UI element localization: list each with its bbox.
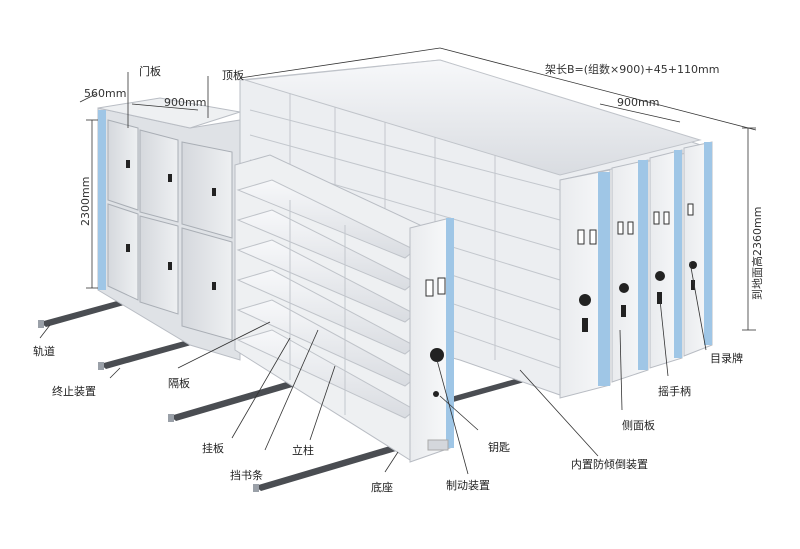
leader-lines xyxy=(39,72,707,475)
dim-height-right: 到地面高2360mm xyxy=(751,206,764,300)
label-key: 钥匙 xyxy=(488,441,510,454)
label-book-stopper: 挡书条 xyxy=(230,469,263,482)
label-shelf: 隔板 xyxy=(168,377,190,390)
label-side-panel: 侧面板 xyxy=(622,419,655,432)
label-top-panel: 顶板 xyxy=(222,69,244,82)
dim-total-length: 架长B=(组数×900)+45+110mm xyxy=(545,63,720,76)
label-brake-device: 制动装置 xyxy=(446,479,490,492)
label-track: 轨道 xyxy=(33,345,55,358)
dimension-lines xyxy=(79,47,757,331)
right-end-panels xyxy=(559,141,713,399)
dim-width-top: 900mm xyxy=(164,96,207,109)
dim-width-right: 900mm xyxy=(617,96,660,109)
label-base: 底座 xyxy=(371,481,393,494)
label-door-panel: 门板 xyxy=(139,65,161,78)
door-cabinets xyxy=(97,97,241,361)
label-catalog-card: 目录牌 xyxy=(710,352,743,365)
label-hanging-panel: 挂板 xyxy=(202,442,224,455)
label-stop-device: 终止装置 xyxy=(52,385,96,398)
front-open-shelf xyxy=(234,154,454,463)
dim-height-left: 2300mm xyxy=(79,176,92,226)
label-handle: 摇手柄 xyxy=(658,385,691,398)
label-anti-tilt: 内置防倾倒装置 xyxy=(571,458,648,471)
dim-depth: 560mm xyxy=(84,87,127,100)
label-upright: 立柱 xyxy=(292,444,314,457)
